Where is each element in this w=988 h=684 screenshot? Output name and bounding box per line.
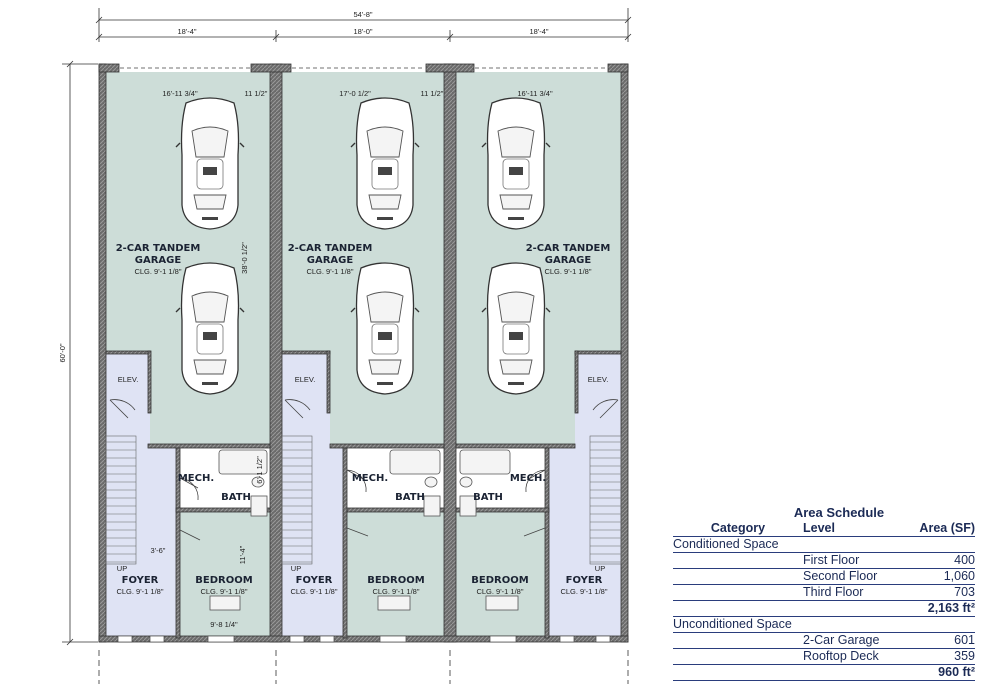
overall-width-dim: 54'-8" xyxy=(353,10,372,19)
bath-label-2: BATH xyxy=(395,492,425,503)
svg-text:CLG. 9'-1 1/8": CLG. 9'-1 1/8" xyxy=(560,587,607,596)
garage-label-unit-1: 2-CAR TANDEM GARAGE CLG. 9'-1 1/8" xyxy=(116,243,201,276)
front-entry-doors xyxy=(117,635,611,643)
unit-width-dim-1: 18'-4" xyxy=(177,27,196,36)
table-row: Second Floor 1,060 xyxy=(673,569,975,585)
bath-dim: 6'-1 1/2" xyxy=(255,456,264,484)
car-icon xyxy=(481,97,551,230)
bedroom-label-unit-1: BEDROOM CLG. 9'-1 1/8" xyxy=(195,575,252,596)
svg-text:FOYER: FOYER xyxy=(566,575,603,586)
header-level: Level xyxy=(803,521,835,535)
table-row: Third Floor 703 xyxy=(673,585,975,601)
mech-label-2: MECH. xyxy=(352,473,388,484)
wall-dim-1: 11 1/2" xyxy=(245,89,268,98)
section-row: Conditioned Space xyxy=(673,537,975,553)
area-schedule: Area Schedule Category Level Area (SF) C… xyxy=(673,505,975,681)
unit-width-dim-2: 18'-0" xyxy=(353,27,372,36)
bath-label-1: BATH xyxy=(221,492,251,503)
svg-text:UP: UP xyxy=(291,564,301,573)
mech-label-3: MECH. xyxy=(510,473,546,484)
walls xyxy=(98,63,629,643)
stairs xyxy=(105,435,622,565)
svg-text:FOYER: FOYER xyxy=(122,575,159,586)
car-icon xyxy=(350,262,420,395)
elev-label-3: ELEV. xyxy=(588,375,609,384)
area-schedule-title: Area Schedule xyxy=(793,505,885,520)
svg-text:GARAGE: GARAGE xyxy=(545,255,592,266)
header-area: Area (SF) xyxy=(919,521,975,535)
garage-width-dim-2: 17'-0 1/2" xyxy=(339,89,371,98)
door-swings xyxy=(109,67,619,541)
svg-text:2-CAR TANDEM: 2-CAR TANDEM xyxy=(526,243,611,254)
header-category: Category xyxy=(710,521,766,535)
car-icon xyxy=(350,97,420,230)
svg-text:CLG. 9'-1 1/8": CLG. 9'-1 1/8" xyxy=(372,587,419,596)
table-row: First Floor 400 xyxy=(673,553,975,569)
svg-text:GARAGE: GARAGE xyxy=(307,255,354,266)
overall-depth-dim: 60'-0" xyxy=(58,343,67,362)
svg-text:CLG. 9'-1 1/8": CLG. 9'-1 1/8" xyxy=(476,587,523,596)
unit-width-dim-3: 18'-4" xyxy=(529,27,548,36)
garage-width-dim-3: 16'-11 3/4" xyxy=(517,89,553,98)
svg-text:BEDROOM: BEDROOM xyxy=(471,575,528,586)
svg-text:CLG. 9'-1 1/8": CLG. 9'-1 1/8" xyxy=(134,267,181,276)
car-icon xyxy=(481,262,551,395)
svg-text:CLG. 9'-1 1/8": CLG. 9'-1 1/8" xyxy=(306,267,353,276)
elev-label-2: ELEV. xyxy=(295,375,316,384)
svg-text:CLG. 9'-1 1/8": CLG. 9'-1 1/8" xyxy=(544,267,591,276)
table-row: Rooftop Deck 359 xyxy=(673,649,975,665)
garage-label-unit-3: 2-CAR TANDEM GARAGE CLG. 9'-1 1/8" xyxy=(526,243,611,276)
dimension-lines xyxy=(62,8,632,684)
car-icon xyxy=(175,262,245,395)
bedroom-label-unit-2: BEDROOM CLG. 9'-1 1/8" xyxy=(367,575,424,596)
svg-text:GARAGE: GARAGE xyxy=(135,255,182,266)
total-row: 960 ft² xyxy=(673,665,975,681)
table-row: 2-Car Garage 601 xyxy=(673,633,975,649)
mech-label-1: MECH. xyxy=(178,473,214,484)
foyer-dim: 3'-6" xyxy=(151,546,166,555)
bedroom-label-unit-3: BEDROOM CLG. 9'-1 1/8" xyxy=(471,575,528,596)
bedroom-width-dim: 9'-8 1/4" xyxy=(210,620,238,629)
garage-width-dim-1: 16'-11 3/4" xyxy=(162,89,198,98)
foyer-label-unit-2: UP FOYER CLG. 9'-1 1/8" xyxy=(290,564,337,596)
bath-fixtures xyxy=(209,449,519,611)
svg-text:2-CAR TANDEM: 2-CAR TANDEM xyxy=(116,243,201,254)
svg-text:BEDROOM: BEDROOM xyxy=(367,575,424,586)
svg-text:UP: UP xyxy=(595,564,605,573)
svg-text:CLG. 9'-1 1/8": CLG. 9'-1 1/8" xyxy=(200,587,247,596)
bedroom-depth-dim: 11'-4" xyxy=(238,545,247,564)
elev-label-1: ELEV. xyxy=(118,375,139,384)
garage-depth-dim: 38'-0 1/2" xyxy=(240,242,249,274)
svg-text:2-CAR TANDEM: 2-CAR TANDEM xyxy=(288,243,373,254)
bath-label-3: BATH xyxy=(473,492,503,503)
svg-text:CLG. 9'-1 1/8": CLG. 9'-1 1/8" xyxy=(116,587,163,596)
svg-text:UP: UP xyxy=(117,564,127,573)
section-row: Unconditioned Space xyxy=(673,617,975,633)
wall-dim-2: 11 1/2" xyxy=(421,89,444,98)
foyer-label-unit-1: UP FOYER CLG. 9'-1 1/8" xyxy=(116,564,163,596)
svg-text:CLG. 9'-1 1/8": CLG. 9'-1 1/8" xyxy=(290,587,337,596)
garage-label-unit-2: 2-CAR TANDEM GARAGE CLG. 9'-1 1/8" xyxy=(288,243,373,276)
area-schedule-header: Category Level Area (SF) xyxy=(673,521,975,537)
foyer-label-unit-3: UP FOYER CLG. 9'-1 1/8" xyxy=(560,564,607,596)
car-icon xyxy=(175,97,245,230)
svg-text:FOYER: FOYER xyxy=(296,575,333,586)
total-row: 2,163 ft² xyxy=(673,601,975,617)
svg-text:BEDROOM: BEDROOM xyxy=(195,575,252,586)
